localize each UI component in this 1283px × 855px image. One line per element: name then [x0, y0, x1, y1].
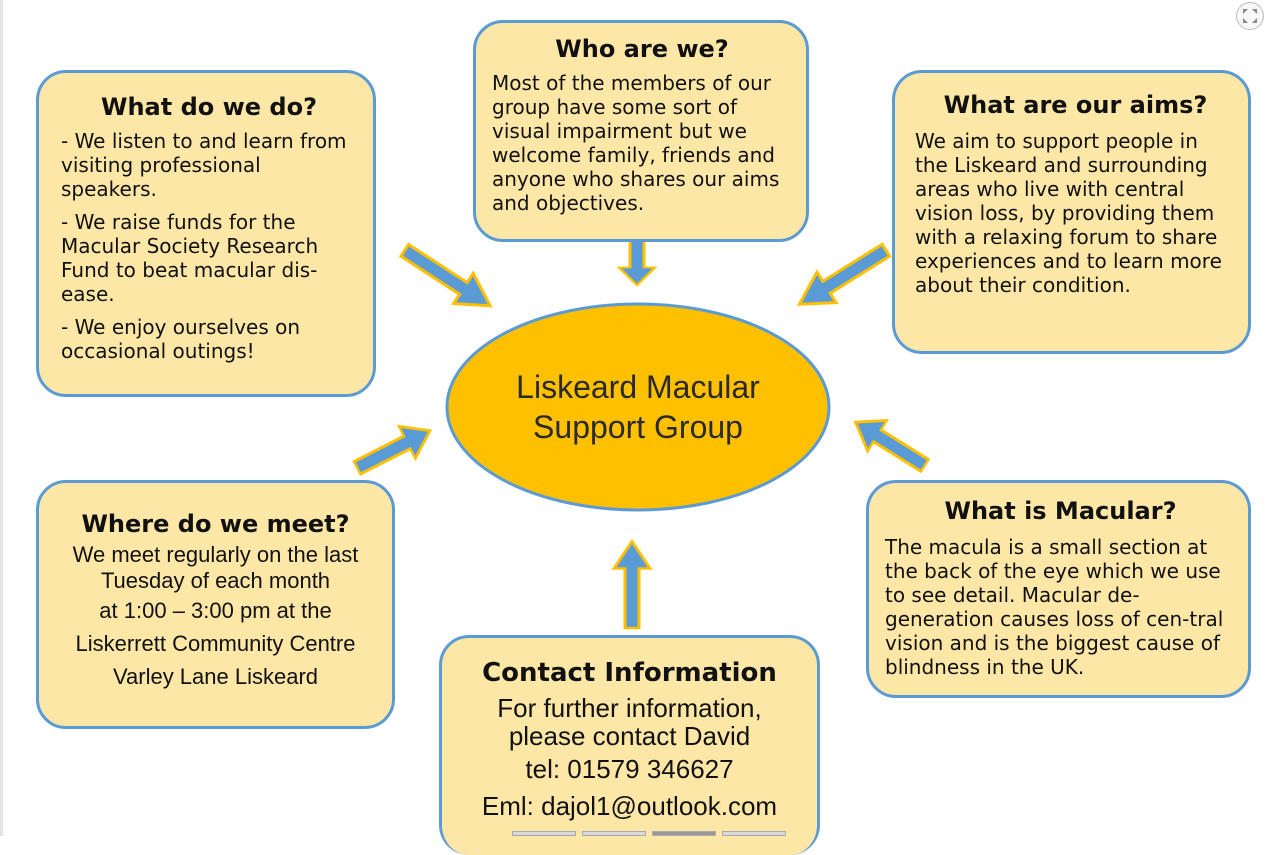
- box-title: What do we do?: [101, 93, 317, 121]
- center-title-line2: Support Group: [533, 409, 743, 445]
- box-title: Who are we?: [555, 35, 729, 63]
- what-do-we-do-box: What do we do? - We listen to and learn …: [36, 70, 376, 397]
- phone-number: tel: 01579 346627: [525, 754, 734, 784]
- arrow-bottom-right: [844, 405, 936, 483]
- box-text: The macula is a small section at the bac…: [885, 535, 1224, 679]
- thumbnail-strip: [512, 831, 788, 836]
- center-title-line1: Liskeard Macular: [516, 369, 760, 405]
- thumbnail[interactable]: [582, 831, 646, 836]
- thumbnail[interactable]: [722, 831, 786, 836]
- box-text: Most of the members of our group have so…: [492, 71, 780, 215]
- contact-information-box: Contact Information For further informat…: [439, 635, 820, 855]
- list-item: - We listen to and learn from visiting p…: [61, 129, 347, 201]
- box-title: What is Macular?: [944, 497, 1177, 525]
- text-line: please contact David: [508, 721, 751, 751]
- page-left-rule: [0, 0, 3, 836]
- list-item: - We enjoy ourselves on occasional outin…: [61, 315, 301, 363]
- fullscreen-button[interactable]: [1236, 2, 1264, 30]
- arrow-top-left: [393, 233, 502, 323]
- box-title: What are our aims?: [943, 91, 1208, 119]
- text-line: Varley Lane Liskeard: [112, 664, 319, 689]
- aims-box: What are our aims? We aim to support peo…: [892, 70, 1251, 354]
- text-line: For further information,: [497, 693, 762, 723]
- text-line: Tuesday of each month: [100, 568, 331, 593]
- thumbnail[interactable]: [652, 831, 716, 836]
- text-line: at 1:00 – 3:00 pm at the: [99, 598, 332, 623]
- box-title: Contact Information: [482, 658, 777, 688]
- text-line: We meet regularly on the last: [72, 542, 359, 567]
- list-item: - We raise funds for the Macular Society…: [61, 210, 319, 306]
- arrow-bottom-left: [347, 413, 440, 486]
- center-title: Liskeard Macular Support Group: [448, 367, 828, 447]
- box-text: We aim to support people in the Liskeard…: [915, 129, 1222, 297]
- arrow-top-right: [788, 233, 897, 322]
- center-ellipse: [445, 302, 831, 512]
- arrow-bottom-center: [612, 539, 652, 630]
- email-address: Eml: dajol1@outlook.com: [481, 791, 778, 821]
- diagram-graphics: [347, 227, 936, 630]
- what-is-macular-box: What is Macular? The macula is a small s…: [866, 480, 1251, 698]
- fullscreen-icon: [1243, 9, 1257, 23]
- where-do-we-meet-box: Where do we meet? We meet regularly on t…: [36, 480, 395, 729]
- box-title: Where do we meet?: [81, 510, 350, 538]
- thumbnail[interactable]: [512, 831, 576, 836]
- text-line: Liskerrett Community Centre: [75, 631, 356, 656]
- who-are-we-box: Who are we? Most of the members of our g…: [473, 20, 809, 242]
